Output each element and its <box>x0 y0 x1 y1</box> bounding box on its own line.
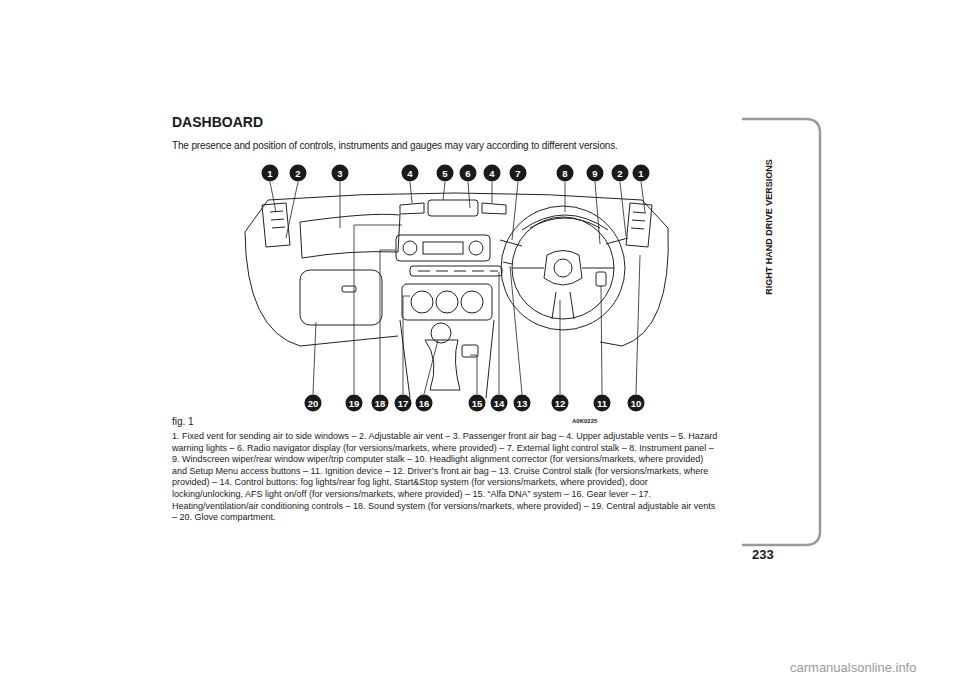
callout-number: 11 <box>594 395 611 412</box>
callout-number: 20 <box>305 395 322 412</box>
callout-number: 8 <box>557 165 574 182</box>
callout-number: 10 <box>628 395 645 412</box>
intro-note: The presence and position of controls, i… <box>172 140 618 151</box>
callout-number: 15 <box>469 395 486 412</box>
callout-number: 7 <box>510 165 527 182</box>
callout-number: 5 <box>437 165 454 182</box>
callout-number: 6 <box>460 165 477 182</box>
page-number: 233 <box>752 547 774 562</box>
callout-number: 19 <box>346 395 363 412</box>
callout-number: 4 <box>402 165 419 182</box>
callout-number: 2 <box>290 165 307 182</box>
figure-caption: 1. Fixed vent for sending air to side wi… <box>172 431 720 524</box>
callout-number: 16 <box>416 395 433 412</box>
callout-number: 9 <box>587 165 604 182</box>
watermark: carmanualsonline.info <box>790 660 916 675</box>
callout-number: 13 <box>514 395 531 412</box>
callout-number: 1 <box>633 165 650 182</box>
page-title: DASHBOARD <box>172 114 263 130</box>
callout-number: 2 <box>612 165 629 182</box>
callout-number: 3 <box>332 165 349 182</box>
callout-number: 4 <box>484 165 501 182</box>
dashboard-drawing <box>245 193 668 398</box>
callout-number: 18 <box>372 395 389 412</box>
section-tab: RIGHT HAND DRIVE VERSIONS <box>748 132 790 322</box>
callout-number: 12 <box>552 395 569 412</box>
figure-label: fig. 1 <box>172 416 194 427</box>
callout-number: 14 <box>491 395 508 412</box>
section-tab-text: RIGHT HAND DRIVE VERSIONS <box>764 159 774 295</box>
side-tab-border <box>742 119 820 545</box>
callout-number: 1 <box>262 165 279 182</box>
callout-number: 17 <box>395 395 412 412</box>
leader-lines <box>270 182 645 394</box>
figure-code: A0K0225 <box>572 418 597 424</box>
